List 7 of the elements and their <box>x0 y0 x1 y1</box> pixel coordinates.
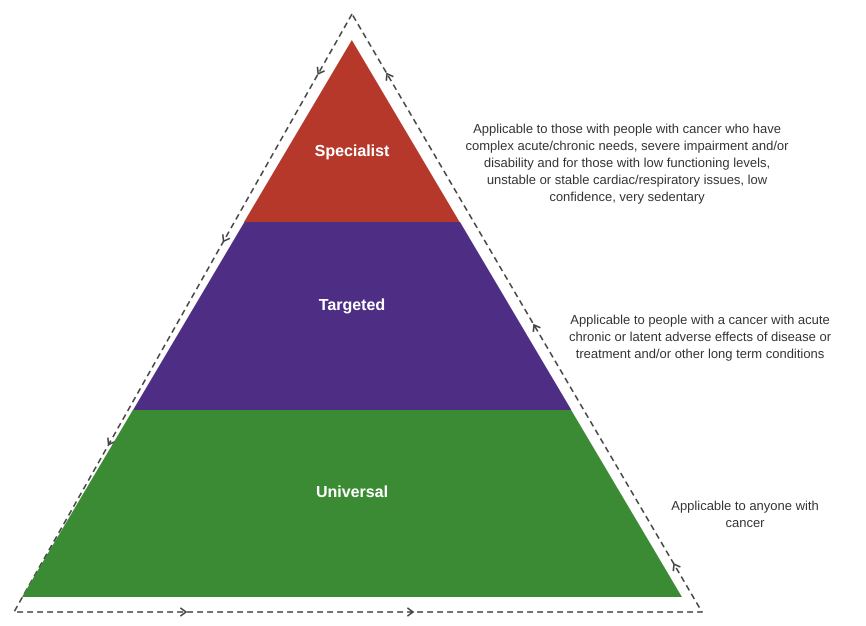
tier-description: Applicable to those with people with cancer who have complex acute/chronic needs, severe impairment and/or disability and for those with low functioning levels, unstable or stable cardiac/respiratory issues, low confidence, very sedentary <box>464 120 790 205</box>
tier-label: Universal <box>314 484 390 502</box>
tier-description: Applicable to anyone with cancer <box>670 497 820 531</box>
pyramid-tier <box>132 222 572 410</box>
tier-description: Applicable to people with a cancer with acute chronic or latent adverse effects of disease or treatment and/or other long term conditions <box>568 311 832 362</box>
tier-label: Targeted <box>318 296 386 315</box>
tier-label: Specialist <box>314 142 390 161</box>
